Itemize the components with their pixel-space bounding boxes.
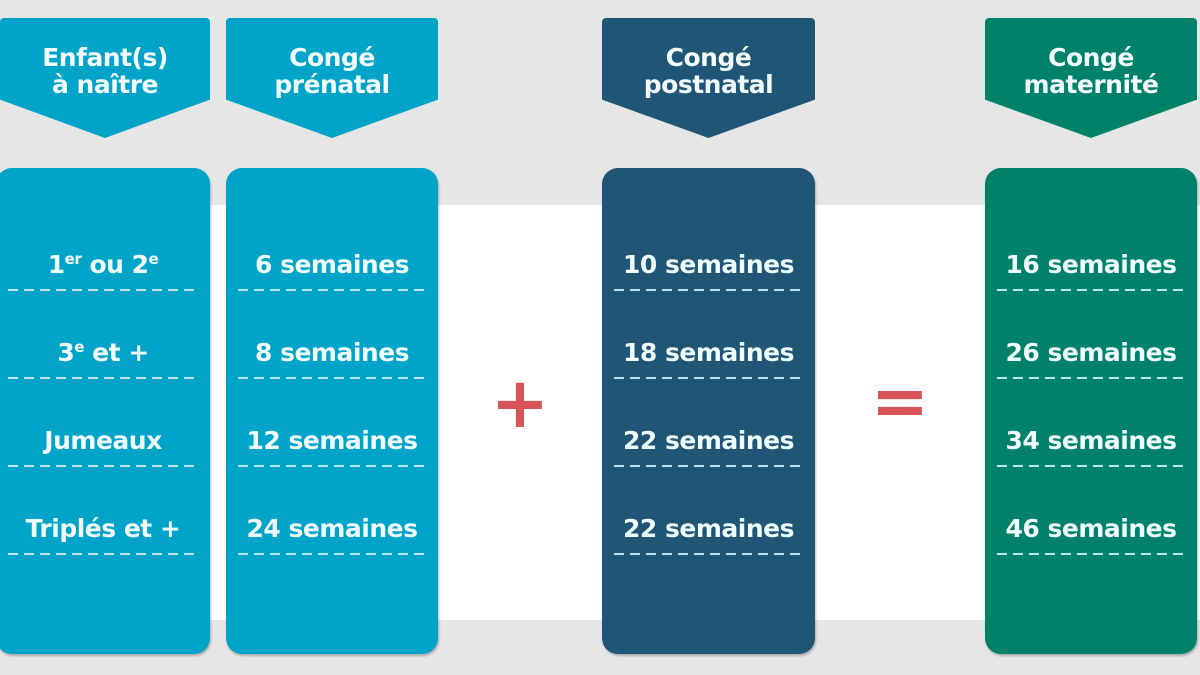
row-label: 1er ou 2e	[47, 250, 159, 279]
dashed-divider	[8, 289, 198, 291]
header-enfants: Enfant(s) à naître	[0, 18, 210, 138]
dashed-divider	[997, 377, 1185, 379]
column-postnatal: 10 semaines 18 semaines 22 semaines 22 s…	[602, 168, 815, 654]
dashed-divider	[8, 553, 198, 555]
dashed-divider	[238, 553, 426, 555]
equals-icon: =	[870, 360, 930, 442]
prenatal-value: 8 semaines	[254, 338, 410, 367]
table-row: 22 semaines	[614, 510, 803, 598]
header-maternite-line2: maternité	[1023, 70, 1159, 99]
dashed-divider	[238, 377, 426, 379]
table-row: 16 semaines	[997, 246, 1185, 334]
table-row: 46 semaines	[997, 510, 1185, 598]
postnatal-value: 22 semaines	[623, 426, 794, 455]
postnatal-value: 10 semaines	[623, 250, 794, 279]
plus-icon: +	[490, 362, 550, 444]
header-maternite-line1: Congé	[1048, 43, 1134, 72]
table-row: 24 semaines	[238, 510, 426, 598]
table-row: 22 semaines	[614, 422, 803, 510]
table-row: 10 semaines	[614, 246, 803, 334]
postnatal-value: 18 semaines	[623, 338, 794, 367]
dashed-divider	[997, 289, 1185, 291]
maternite-value: 34 semaines	[1005, 426, 1177, 455]
maternite-value: 26 semaines	[1005, 338, 1177, 367]
table-row: 6 semaines	[238, 246, 426, 334]
header-prenatal: Congé prénatal	[226, 18, 438, 138]
dashed-divider	[614, 553, 803, 555]
table-row: 34 semaines	[997, 422, 1185, 510]
row-label: Triplés et +	[25, 514, 181, 543]
table-row: Jumeaux	[8, 422, 198, 510]
prenatal-value: 12 semaines	[246, 426, 418, 455]
prenatal-value: 6 semaines	[254, 250, 410, 279]
column-maternite: 16 semaines 26 semaines 34 semaines 46 s…	[985, 168, 1197, 654]
dashed-divider	[8, 377, 198, 379]
dashed-divider	[8, 465, 198, 467]
maternite-value: 16 semaines	[1005, 250, 1177, 279]
dashed-divider	[238, 465, 426, 467]
table-row: 12 semaines	[238, 422, 426, 510]
dashed-divider	[614, 377, 803, 379]
prenatal-value: 24 semaines	[246, 514, 418, 543]
row-label: 3e et +	[57, 338, 149, 367]
header-postnatal-line1: Congé	[665, 43, 752, 72]
dashed-divider	[997, 553, 1185, 555]
header-postnatal-line2: postnatal	[643, 70, 774, 99]
maternite-value: 46 semaines	[1005, 514, 1177, 543]
table-row: 26 semaines	[997, 334, 1185, 422]
header-prenatal-line1: Congé	[289, 43, 375, 72]
header-prenatal-line2: prénatal	[274, 70, 390, 99]
table-row: 3e et +	[8, 334, 198, 422]
table-row: 8 semaines	[238, 334, 426, 422]
table-row: 18 semaines	[614, 334, 803, 422]
header-enfants-line2: à naître	[51, 70, 159, 99]
postnatal-value: 22 semaines	[623, 514, 794, 543]
column-enfants: 1er ou 2e 3e et + Jumeaux Triplés et +	[0, 168, 210, 654]
header-postnatal: Congé postnatal	[602, 18, 815, 138]
header-enfants-line1: Enfant(s)	[42, 43, 168, 72]
table-row: 1er ou 2e	[8, 246, 198, 334]
dashed-divider	[997, 465, 1185, 467]
dashed-divider	[614, 465, 803, 467]
table-row: Triplés et +	[8, 510, 198, 598]
header-maternite: Congé maternité	[985, 18, 1197, 138]
dashed-divider	[614, 289, 803, 291]
column-prenatal: 6 semaines 8 semaines 12 semaines 24 sem…	[226, 168, 438, 654]
dashed-divider	[238, 289, 426, 291]
row-label: Jumeaux	[44, 426, 162, 455]
